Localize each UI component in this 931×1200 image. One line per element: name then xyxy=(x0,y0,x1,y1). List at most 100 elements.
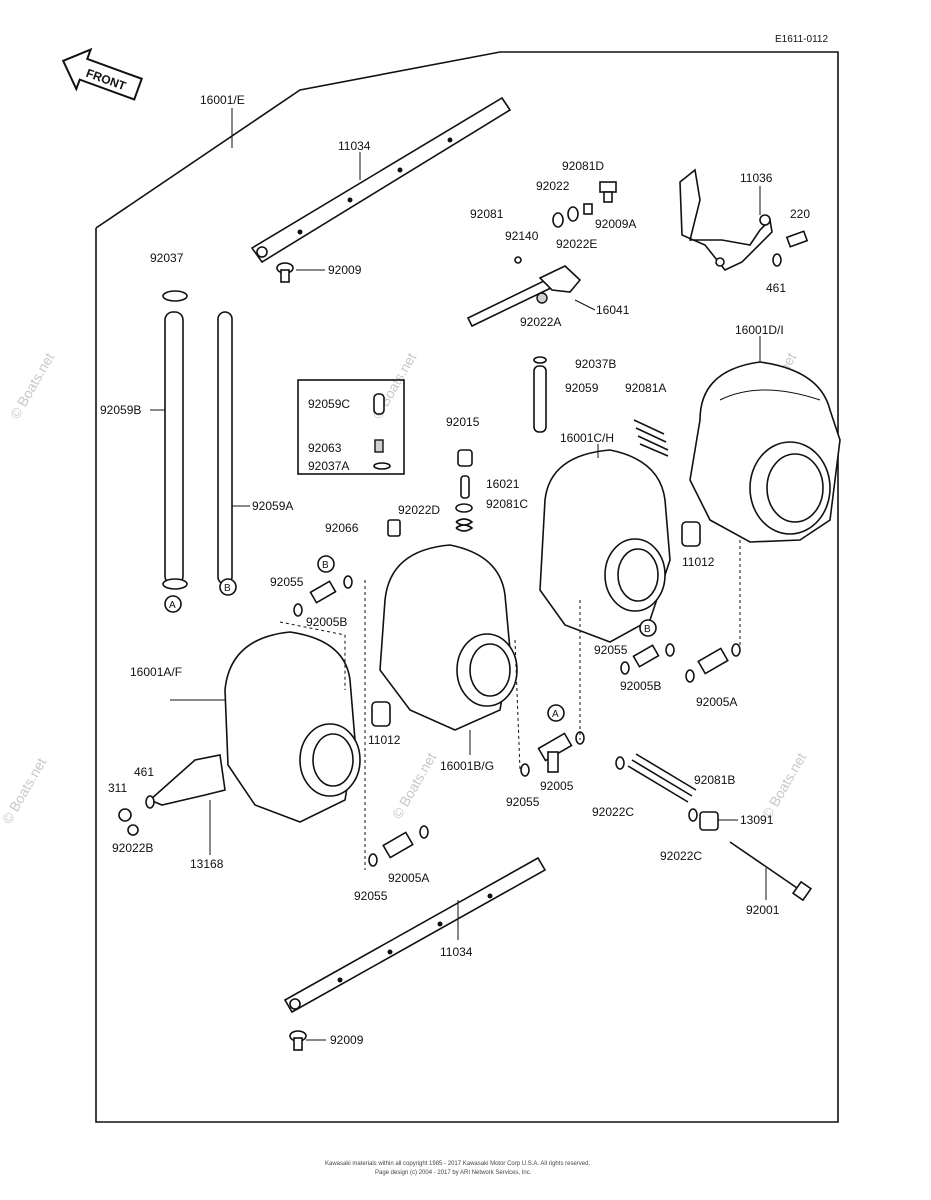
label-92037b: 92037B xyxy=(575,357,616,371)
label-92059c: 92059C xyxy=(308,397,350,411)
watermark-bottom-left: © Boats.net xyxy=(0,755,49,827)
marker-a-center-text: A xyxy=(552,709,559,720)
fitting-92005b-left xyxy=(293,575,353,617)
label-16001af: 16001A/F xyxy=(130,665,182,679)
nut-92009a xyxy=(583,203,593,215)
inset-tube-icon xyxy=(373,393,385,415)
label-92081b: 92081B xyxy=(694,773,735,787)
washer-92022d xyxy=(455,503,473,513)
label-92059a: 92059A xyxy=(252,499,293,513)
label-92015: 92015 xyxy=(446,415,480,429)
joint-11012-left xyxy=(371,701,391,727)
label-92055-b1: 92055 xyxy=(270,575,304,589)
washer-92022c-top xyxy=(615,756,625,770)
carburetor-16001c-h xyxy=(539,449,671,643)
label-92063: 92063 xyxy=(308,441,342,455)
pin-220 xyxy=(785,230,809,248)
bracket-11036 xyxy=(679,168,773,271)
bracket-13168 xyxy=(148,754,226,806)
label-92009a: 92009A xyxy=(595,217,636,231)
label-92037a: 92037A xyxy=(308,459,349,473)
label-92081d: 92081D xyxy=(562,159,604,173)
diagram-code: E1611-0112 xyxy=(775,34,828,45)
label-92081a: 92081A xyxy=(625,381,666,395)
label-11034-bottom: 11034 xyxy=(440,945,473,959)
label-92081c: 92081C xyxy=(486,497,528,511)
marker-b-right-text: B xyxy=(644,624,651,635)
inset-ring-icon xyxy=(373,462,391,470)
label-461-top: 461 xyxy=(766,281,786,295)
spring-92081c xyxy=(455,518,474,532)
label-16001ch: 16001C/H xyxy=(560,431,614,445)
label-16041: 16041 xyxy=(596,303,630,317)
washer-461-bottom xyxy=(145,795,155,809)
washer-92022c-bottom xyxy=(688,808,698,822)
label-92037-top: 92037 xyxy=(150,251,184,265)
label-92055-right: 92055 xyxy=(594,643,628,657)
label-16001di: 16001D/I xyxy=(735,323,784,337)
inset-box xyxy=(297,379,405,475)
label-92140: 92140 xyxy=(505,229,539,243)
inset-jet-icon xyxy=(374,439,384,453)
joint-11012-right xyxy=(681,521,701,547)
diagram-frame xyxy=(95,51,839,1123)
label-92022b: 92022B xyxy=(112,841,153,855)
label-92059b: 92059B xyxy=(100,403,141,417)
needle-16021 xyxy=(460,475,470,499)
label-92009-bottom: 92009 xyxy=(330,1033,364,1047)
hose-92059-upper xyxy=(533,365,547,433)
throttle-rail-bottom xyxy=(283,856,547,1014)
knob-13091 xyxy=(699,811,719,831)
label-11012-right: 11012 xyxy=(682,555,715,569)
pin-92140 xyxy=(514,256,522,264)
throttle-shaft-16041 xyxy=(466,265,582,328)
label-220: 220 xyxy=(790,207,810,221)
fitting-92005 xyxy=(520,731,585,777)
label-16001bg: 16001B/G xyxy=(440,759,494,773)
washer-461-top xyxy=(772,253,782,267)
label-11034-top: 11034 xyxy=(338,139,371,153)
throttle-rail-top xyxy=(250,96,512,264)
front-arrow-icon: FRONT xyxy=(61,47,144,101)
marker-b-center: B xyxy=(317,555,335,573)
marker-b-left: B xyxy=(219,578,237,596)
fitting-92005a-bottom xyxy=(368,825,429,867)
label-92022d: 92022D xyxy=(398,503,440,517)
screw-92009-top xyxy=(276,262,294,283)
screw-92009-bottom xyxy=(289,1030,307,1051)
marker-a-left-text: A xyxy=(169,600,176,611)
label-92022c-top: 92022C xyxy=(592,805,634,819)
clamp-92037-bottom xyxy=(162,578,188,590)
fitting-92005a-right xyxy=(685,643,741,683)
label-92005a-bottom: 92005A xyxy=(388,871,429,885)
leader-dash-4 xyxy=(514,639,521,771)
leader-16041 xyxy=(574,299,596,311)
label-92022a: 92022A xyxy=(520,315,561,329)
footer-line-1: Kawasaki materials within all copyright … xyxy=(325,1161,590,1167)
screw-92001 xyxy=(729,841,801,891)
label-92055-bottom: 92055 xyxy=(354,889,388,903)
screw-92001-head xyxy=(791,880,813,902)
clamp-92037b xyxy=(533,356,547,364)
carburetor-16001a-f xyxy=(224,631,361,823)
spring-92081b xyxy=(627,753,697,803)
label-92022c-bottom: 92022C xyxy=(660,849,702,863)
label-92059-upper: 92059 xyxy=(565,381,599,395)
fitting-92066 xyxy=(387,519,401,537)
marker-a-center: A xyxy=(547,704,565,722)
label-92055-center: 92055 xyxy=(506,795,540,809)
hose-92059b xyxy=(164,311,184,585)
label-11036: 11036 xyxy=(740,171,773,185)
washer-92022b xyxy=(127,824,139,836)
carburetor-16001d-i xyxy=(689,361,841,543)
marker-b-right: B xyxy=(639,619,657,637)
clamp-92037-top xyxy=(162,290,188,302)
label-11012-left: 11012 xyxy=(368,733,401,747)
label-92001: 92001 xyxy=(746,903,780,917)
label-13091: 13091 xyxy=(740,813,774,827)
label-92066: 92066 xyxy=(325,521,359,535)
fitting-92005b-right xyxy=(620,643,675,675)
label-13168: 13168 xyxy=(190,857,224,871)
label-92005b-right: 92005B xyxy=(620,679,661,693)
